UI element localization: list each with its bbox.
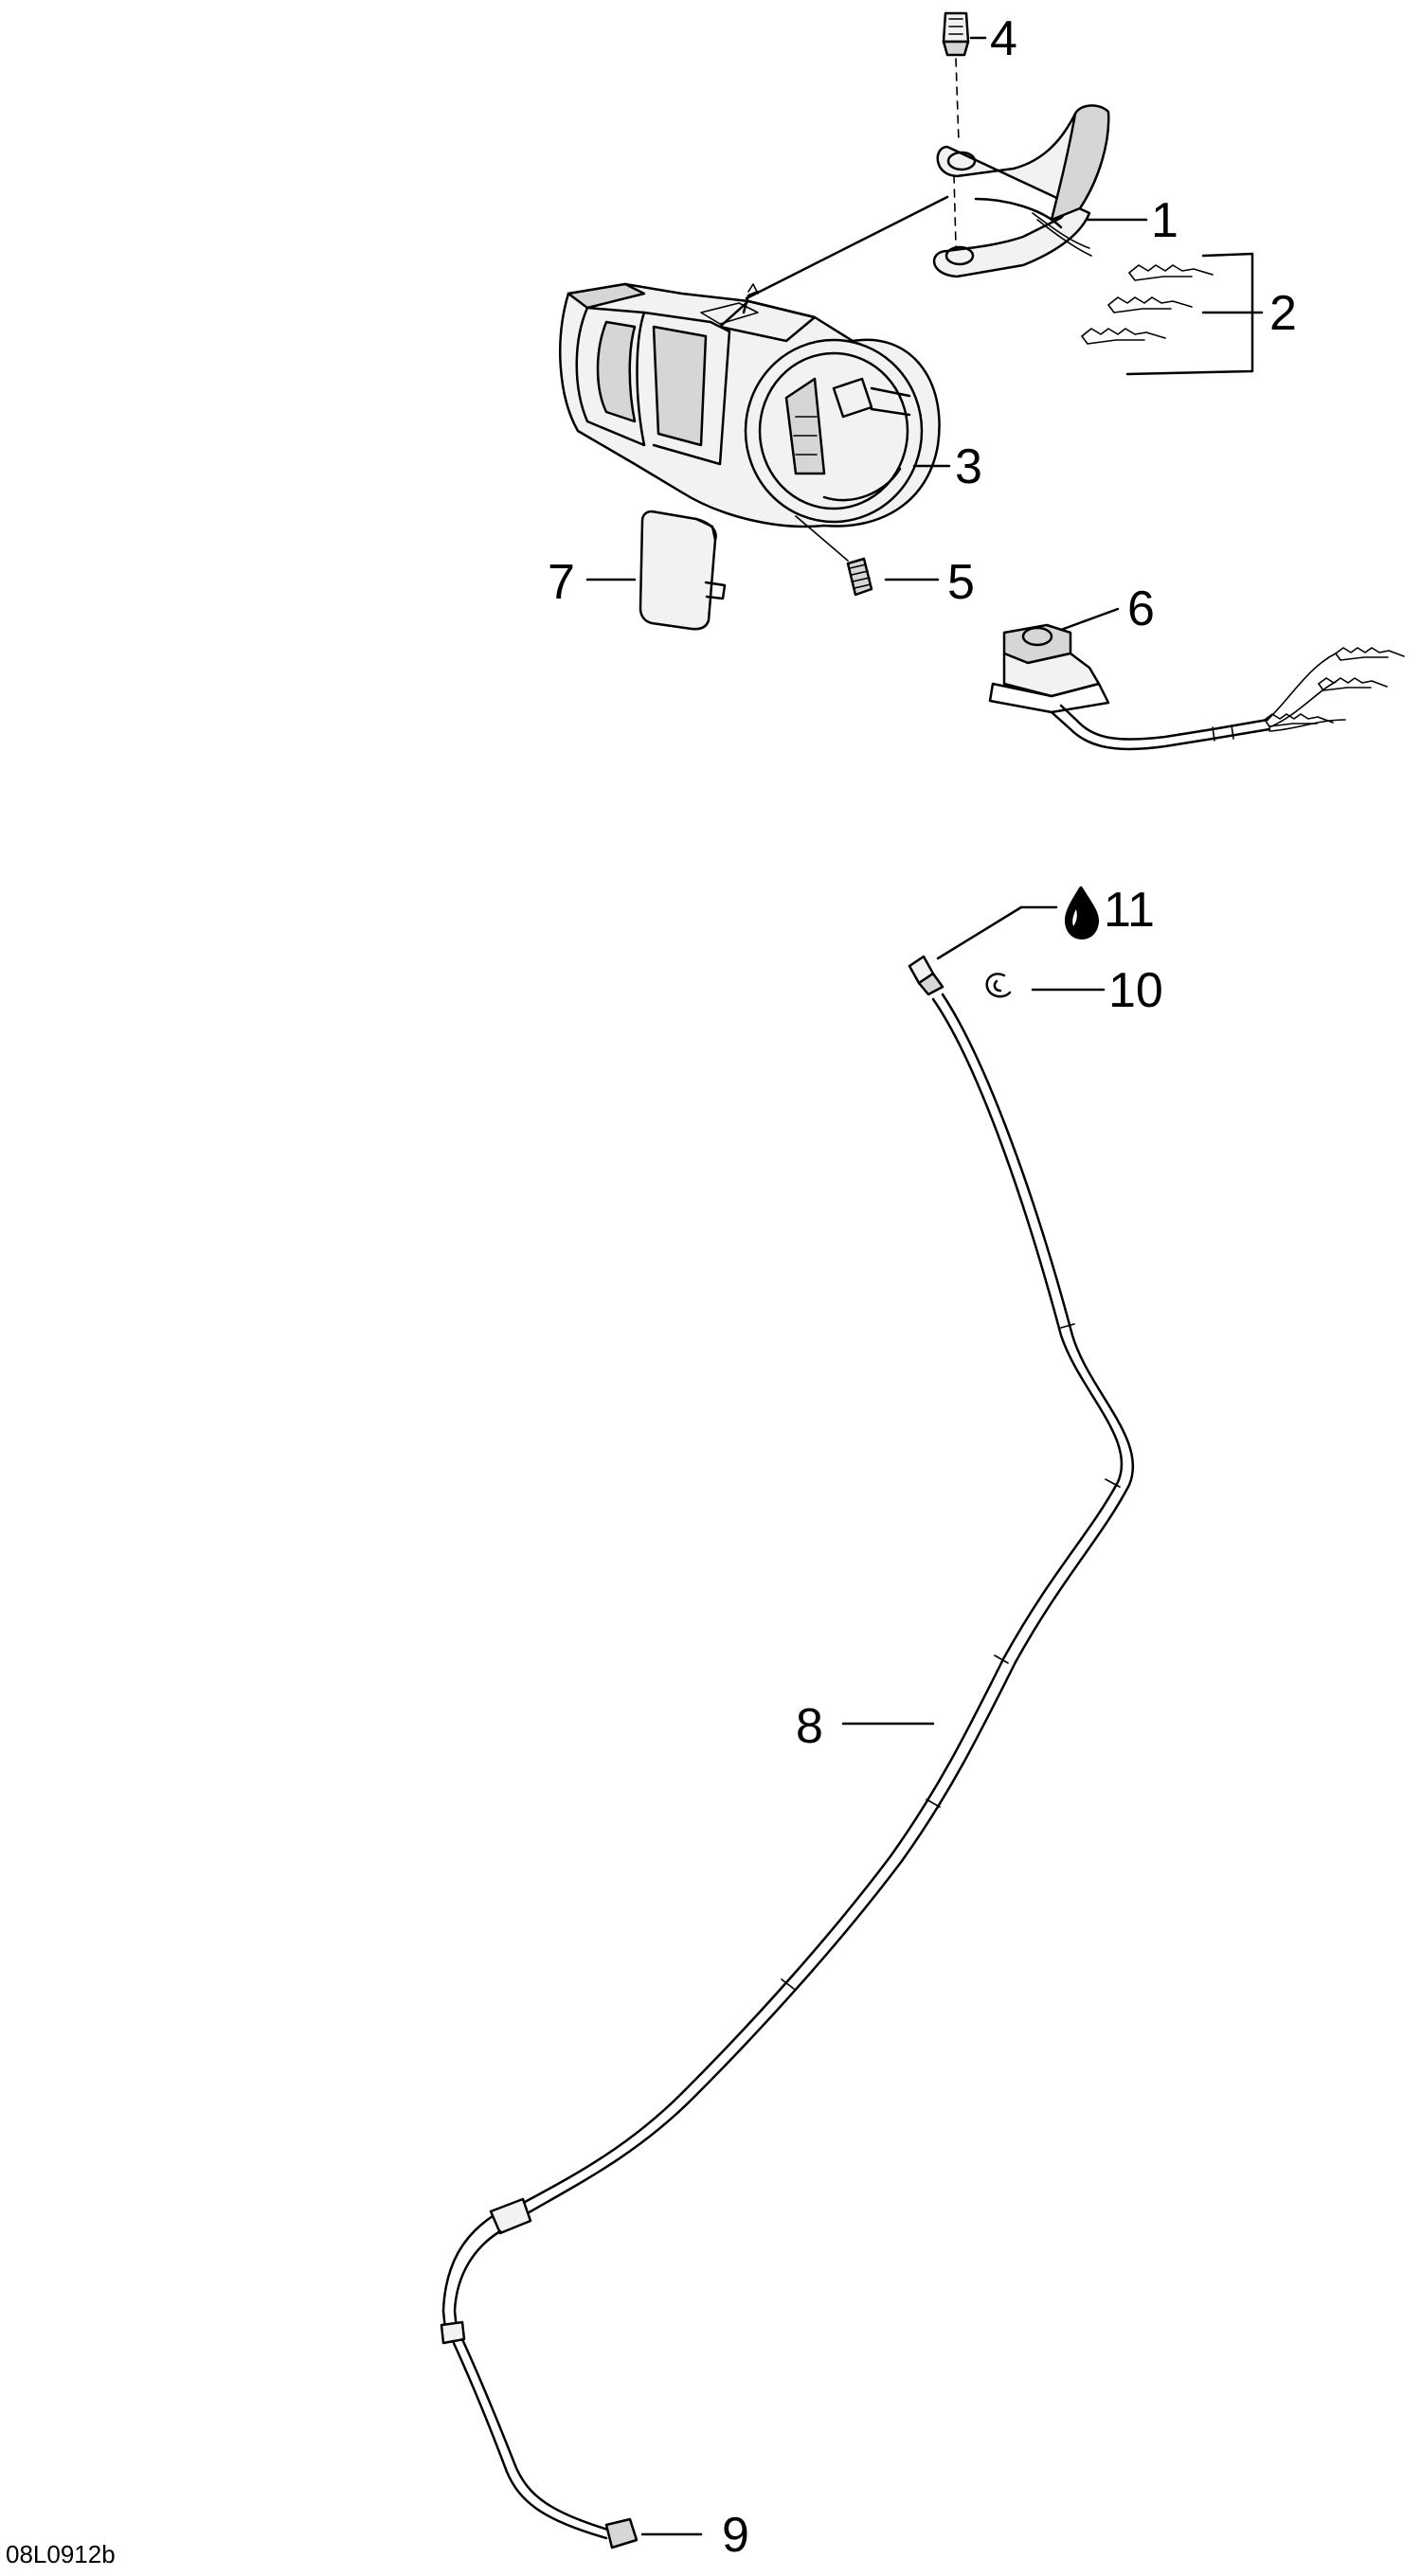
callout-4: 4 <box>990 11 1017 66</box>
callout-11: 11 <box>1104 883 1155 938</box>
part-7-cover <box>639 510 727 631</box>
leader-3-to-1 <box>745 195 949 300</box>
callout-1: 1 <box>1151 193 1178 248</box>
part-1-throttle-lever <box>932 104 1110 278</box>
part-9-cable-end <box>451 2337 639 2549</box>
leader-6 <box>1059 607 1120 632</box>
callout-5: 5 <box>947 555 975 610</box>
part-2-terminals <box>1081 252 1254 376</box>
fluid-drop-icon <box>1065 886 1099 939</box>
part-3-throttle-housing <box>559 282 941 528</box>
part-8-throttle-cable <box>440 993 1135 2345</box>
part-4-screw <box>942 11 970 143</box>
drawing-code: 08L0912b <box>6 2540 116 2568</box>
part-5-set-screw <box>795 515 873 597</box>
callout-7: 7 <box>548 555 575 610</box>
callout-8: 8 <box>796 1699 823 1754</box>
callout-6: 6 <box>1127 581 1155 636</box>
leader-11 <box>936 905 1023 960</box>
part-6-switch-harness <box>988 623 1405 751</box>
callout-9: 9 <box>722 2508 749 2563</box>
callout-3: 3 <box>955 439 982 494</box>
callout-2: 2 <box>1269 286 1297 341</box>
part-10-e-clip <box>985 973 1012 998</box>
part-11-cable-fitting <box>908 955 944 996</box>
callout-10: 10 <box>1108 963 1163 1018</box>
